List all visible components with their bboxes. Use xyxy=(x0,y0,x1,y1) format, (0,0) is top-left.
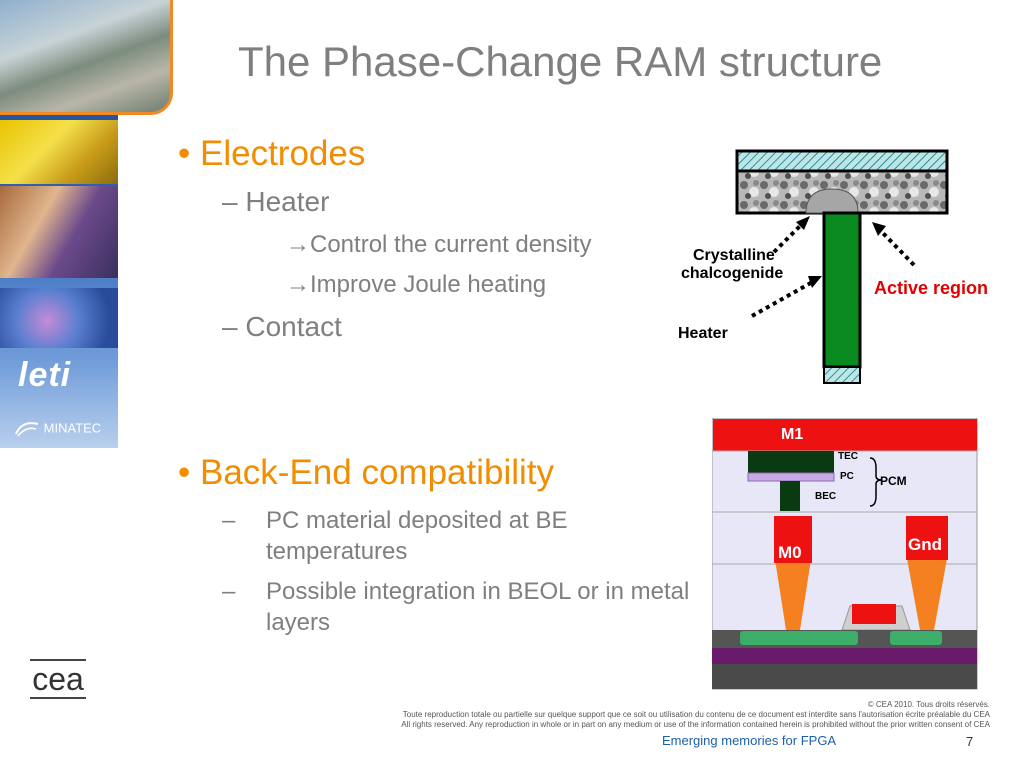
cleanroom-photo xyxy=(0,120,118,184)
presentation-name: Emerging memories for FPGA xyxy=(662,733,837,748)
bullet-contact: – Contact xyxy=(222,311,342,342)
substrate-bottom xyxy=(712,664,977,689)
beol-diagram xyxy=(712,418,978,690)
pc-label: PC xyxy=(840,471,854,482)
heater-pillar xyxy=(822,211,862,369)
m1-label: M1 xyxy=(781,426,804,443)
tec-layer xyxy=(748,451,834,473)
m0-label: M0 xyxy=(778,543,802,562)
copyright-en: All rights reserved. Any reproduction in… xyxy=(401,720,990,729)
bullet-beol-text: Possible integration in BEOL or in metal… xyxy=(266,578,690,636)
minatec-logo: MINATEC xyxy=(14,420,101,438)
crystalline-arrowhead xyxy=(796,216,810,230)
bullet-heater: – Heater xyxy=(222,186,330,217)
pcm-cell-diagram xyxy=(735,149,949,384)
dash: – xyxy=(222,507,236,534)
crystalline-label: Crystalline xyxy=(693,247,775,264)
bullet-electrodes: • Electrodes xyxy=(178,134,366,173)
source-region xyxy=(740,631,858,645)
dash: – xyxy=(222,578,236,605)
heater-arrow xyxy=(751,278,817,318)
m0-metal xyxy=(774,516,812,563)
bullet-control-current: →Control the current density xyxy=(286,231,592,258)
bec-label: BEC xyxy=(815,491,837,502)
top-electrode xyxy=(735,149,949,173)
active-region-label: Active region xyxy=(874,278,989,298)
bullet-pc-material: – PC material deposited at BE temperatur… xyxy=(222,505,692,567)
cea-logo-text: cea xyxy=(32,661,84,697)
minatec-label: MINATEC xyxy=(43,420,102,436)
sidebar: leti MINATEC 2010 cea xyxy=(0,0,173,768)
pcm-label: PCM xyxy=(880,474,907,488)
page-number: 7 xyxy=(966,734,974,749)
gnd-label: Gnd xyxy=(908,535,942,554)
chalcogenide-label: chalcogenide xyxy=(681,265,784,282)
leti-logo: leti xyxy=(18,356,72,394)
pcm-brace xyxy=(869,457,883,507)
active-region-arrow xyxy=(876,226,916,267)
bullet-beol-integration: – Possible integration in BEOL or in met… xyxy=(222,576,692,638)
bottom-contact xyxy=(823,366,861,384)
page-title: The Phase-Change RAM structure xyxy=(238,38,883,85)
tec-label: TEC xyxy=(838,451,858,462)
pc-layer xyxy=(747,472,835,482)
gnd-metal xyxy=(906,516,948,560)
campus-photo xyxy=(0,0,173,115)
minatec-swirl-icon xyxy=(15,422,39,437)
copyright-line: © CEA 2010. Tous droits réservés. xyxy=(867,700,990,709)
year-label: 2010 xyxy=(74,458,101,472)
wafer-photo xyxy=(0,288,118,348)
m1-layer xyxy=(713,419,977,451)
heater-label: Heater xyxy=(678,325,728,342)
transistor-gate xyxy=(852,604,896,624)
bullet-backend: • Back-End compatibility xyxy=(178,453,555,492)
heater-arrowhead xyxy=(808,276,822,288)
bullet-pc-material-text: PC material deposited at BE temperatures xyxy=(266,507,568,565)
active-region-arrowhead xyxy=(872,222,886,236)
researcher-photo xyxy=(0,186,118,278)
cea-logo: cea xyxy=(30,656,86,702)
copyright-notice: © CEA 2010. Tous droits réservés. Toute … xyxy=(401,700,990,730)
active-region-dome xyxy=(805,188,859,214)
bullet-joule-heating: →Improve Joule heating xyxy=(286,271,547,298)
well-layer xyxy=(712,648,977,664)
copyright-fr: Toute reproduction totale ou partielle s… xyxy=(402,710,990,719)
bec-pillar xyxy=(780,481,800,511)
drain-region xyxy=(890,631,942,645)
